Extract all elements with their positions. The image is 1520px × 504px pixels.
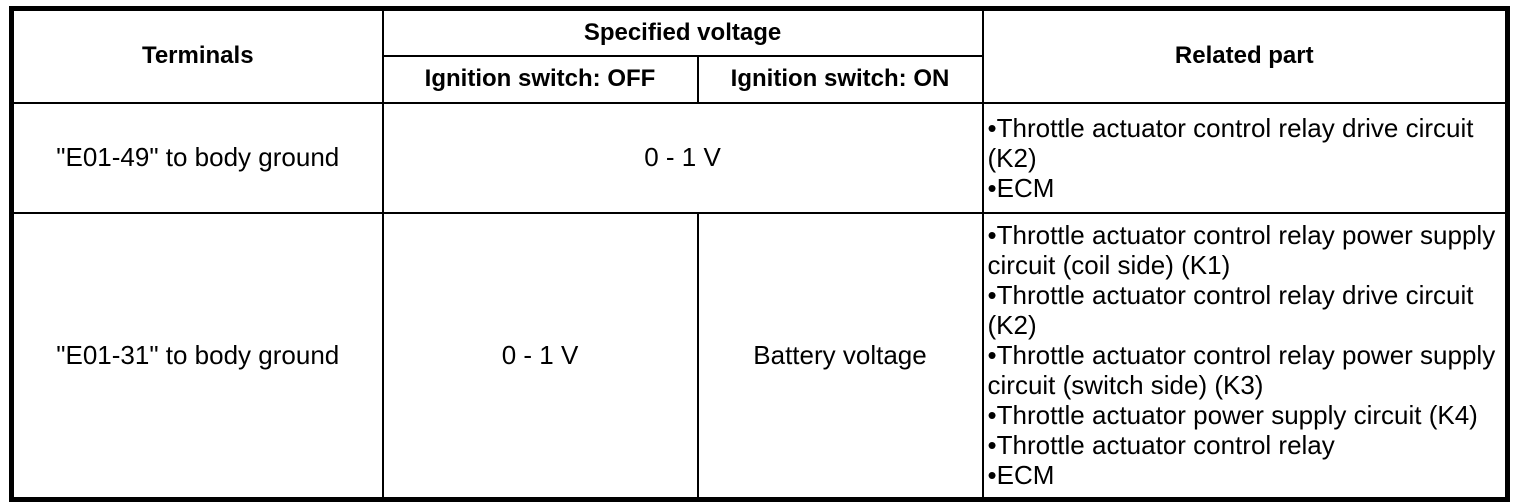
header-ignition-switch-on: Ignition switch: ON [696, 54, 984, 104]
related-part-item: •Throttle actuator power supply circuit … [987, 400, 1478, 431]
table-row-e01-49: "E01-49" to body ground 0 - 1 V •Throttl… [10, 101, 1509, 214]
related-part-item: •ECM [987, 172, 1055, 203]
related-parts-cell: •Throttle actuator control relay drive c… [981, 101, 1509, 214]
related-parts-cell: •Throttle actuator control relay power s… [981, 211, 1509, 501]
terminal-cell: "E01-49" to body ground [10, 101, 384, 214]
voltage-cell-both: 0 - 1 V [381, 101, 984, 214]
related-part-item: •Throttle actuator control relay drive c… [987, 280, 1474, 341]
voltage-cell-ignition-off: 0 - 1 V [381, 211, 699, 501]
related-part-item: •Throttle actuator control relay power s… [987, 220, 1496, 281]
related-part-item: •Throttle actuator control relay drive c… [987, 112, 1474, 173]
header-row-top: Terminals Specified voltage Related part [10, 7, 1509, 104]
related-part-item: •ECM [987, 460, 1055, 491]
voltage-cell-ignition-on: Battery voltage [696, 211, 984, 501]
related-part-item: •Throttle actuator control relay [987, 430, 1335, 461]
related-part-item: •Throttle actuator control relay power s… [987, 340, 1496, 401]
header-terminals: Terminals [10, 7, 384, 104]
table-row-e01-31: "E01-31" to body ground 0 - 1 V Battery … [10, 211, 1509, 501]
header-related-part: Related part [981, 7, 1509, 104]
specified-voltage-table: Terminals Specified voltage Related part… [9, 6, 1511, 502]
header-row-sub: Ignition switch: OFF Ignition switch: ON [12, 54, 1508, 104]
header-specified-voltage: Specified voltage [381, 7, 984, 57]
terminal-cell: "E01-31" to body ground [10, 211, 384, 501]
header-ignition-switch-off: Ignition switch: OFF [381, 54, 699, 104]
